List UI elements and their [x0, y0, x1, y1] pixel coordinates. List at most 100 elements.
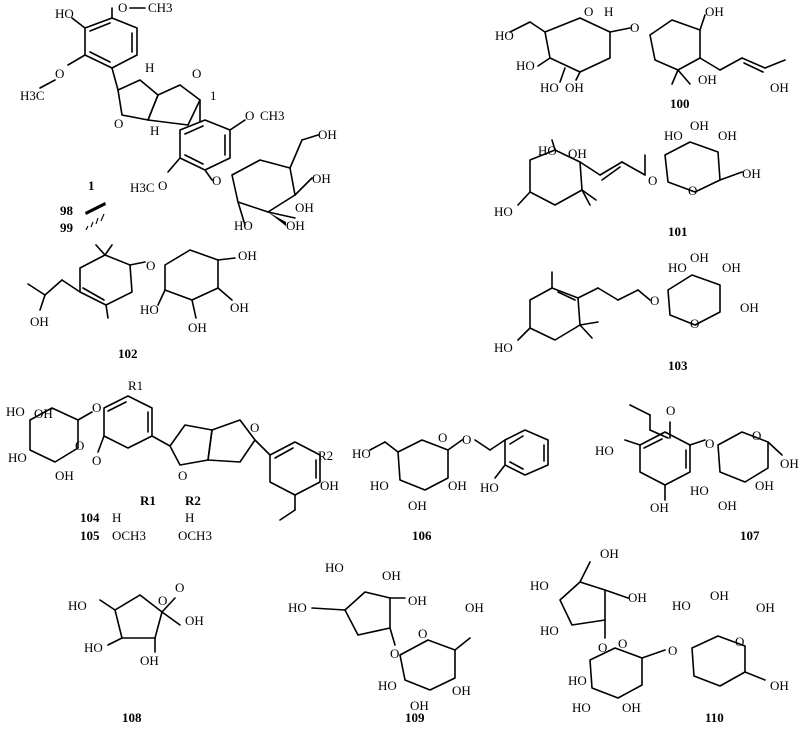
ho-label: HO — [234, 218, 253, 233]
o-label: O — [668, 643, 677, 658]
oh-label: OH — [690, 250, 709, 265]
compound-id-103: 103 — [668, 358, 688, 373]
compound-id-106: 106 — [412, 528, 432, 543]
oh-label: OH — [140, 653, 159, 668]
ho-label: HO — [690, 483, 709, 498]
oh-label: OH — [756, 600, 775, 615]
o-label: O — [735, 634, 744, 649]
o-label: O — [650, 293, 659, 308]
ho-label: HO — [8, 450, 27, 465]
o-label: O — [114, 116, 123, 131]
ho-label: HO — [595, 443, 614, 458]
o-label: O — [598, 640, 607, 655]
table-header-r1: R1 — [140, 493, 156, 508]
o-label: O — [92, 453, 101, 468]
structure-102: O OH OH OH HO OH 102 — [27, 244, 257, 361]
oh-label: OH — [286, 218, 305, 233]
ch3-label: CH3 — [148, 0, 173, 15]
ho-label: HO — [68, 598, 87, 613]
structure-108: O HO O OH HO OH 108 — [68, 580, 204, 725]
oh-label: OH — [628, 590, 647, 605]
oh-label: OH — [465, 600, 484, 615]
ho-label: HO — [668, 260, 687, 275]
compound-id-107: 107 — [740, 528, 760, 543]
oh-label: OH — [410, 698, 429, 713]
oh-label: OH — [622, 700, 641, 715]
oh-label: OH — [55, 468, 74, 483]
structure-100: O H HO HO HO OH O OH OH OH 100 — [495, 4, 789, 111]
o-label: O — [192, 66, 201, 81]
oh-label: OH — [722, 260, 741, 275]
oh-label: OH — [568, 146, 587, 161]
oh-label: OH — [718, 498, 737, 513]
compound-id-98: 98 — [60, 203, 74, 218]
ho-label: HO — [494, 340, 513, 355]
ho-label: HO — [84, 640, 103, 655]
oh-label: OH — [600, 546, 619, 561]
ho-label: HO — [568, 673, 587, 688]
structure-101: HO OH O O HO OH OH OH HO 101 — [494, 118, 761, 239]
oh-label: OH — [318, 127, 337, 142]
ho-label: HO — [140, 302, 159, 317]
oh-label: OH — [755, 478, 774, 493]
o-label: O — [418, 626, 427, 641]
oh-label: OH — [312, 171, 331, 186]
structure-1: HO O CH3 O H3C O O H H 1 O CH3 H3C O O — [20, 0, 337, 235]
oh-label: OH — [770, 80, 789, 95]
locant-1: 1 — [210, 88, 217, 103]
structure-106: O HO HO OH OH O HO 106 — [352, 429, 549, 543]
ho-label: HO — [55, 6, 74, 21]
oh-label: OH — [698, 72, 717, 87]
oh-label: OH — [705, 4, 724, 19]
ho-label: HO — [530, 578, 549, 593]
o-label: O — [178, 468, 187, 483]
h3c-label: H3C — [130, 180, 155, 195]
oh-label: OH — [185, 613, 204, 628]
ho-label: HO — [480, 480, 499, 495]
oh-label: OH — [34, 406, 53, 421]
oh-label: OH — [718, 128, 737, 143]
compound-id-100: 100 — [670, 96, 690, 111]
oh-label: OH — [740, 300, 759, 315]
oh-label: OH — [320, 478, 339, 493]
o-label: O — [75, 438, 84, 453]
o-label: O — [752, 428, 761, 443]
r1-label: R1 — [128, 378, 143, 393]
o-label: O — [705, 436, 714, 451]
structure-109: HO OH HO OH O O OH HO OH OH 109 — [288, 560, 484, 725]
oh-label: OH — [780, 456, 799, 471]
table-cell-105-r2: OCH3 — [178, 528, 212, 543]
ho-label: HO — [352, 446, 371, 461]
ho-label: HO — [6, 404, 25, 419]
o-label: O — [158, 593, 167, 608]
o-label: O — [212, 173, 221, 188]
o-label: O — [666, 403, 675, 418]
compound-id-99: 99 — [60, 220, 74, 235]
ho-label: HO — [370, 478, 389, 493]
h-label: H — [150, 123, 159, 138]
structure-103: O O HO OH OH OH HO 103 — [494, 250, 759, 373]
ho-label: HO — [494, 204, 513, 219]
o-label: O — [438, 430, 447, 445]
o-label: O — [618, 636, 627, 651]
oh-label: OH — [452, 683, 471, 698]
oh-label: OH — [565, 80, 584, 95]
ho-label: HO — [495, 28, 514, 43]
compound-id-104: 104 — [80, 510, 100, 525]
oh-label: OH — [230, 300, 249, 315]
oh-label: OH — [188, 320, 207, 335]
ho-label: HO — [572, 700, 591, 715]
o-label: O — [175, 580, 184, 595]
oh-label: OH — [238, 248, 257, 263]
ho-label: HO — [378, 678, 397, 693]
table-cell-104-r1: H — [112, 510, 121, 525]
o-label: O — [92, 400, 101, 415]
o-label: O — [158, 178, 167, 193]
oh-label: OH — [690, 118, 709, 133]
h-label: H — [145, 60, 154, 75]
o-label: O — [648, 173, 657, 188]
o-label: O — [584, 4, 593, 19]
oh-label: OH — [650, 500, 669, 515]
oh-label: OH — [742, 166, 761, 181]
compound-id-101: 101 — [668, 224, 688, 239]
